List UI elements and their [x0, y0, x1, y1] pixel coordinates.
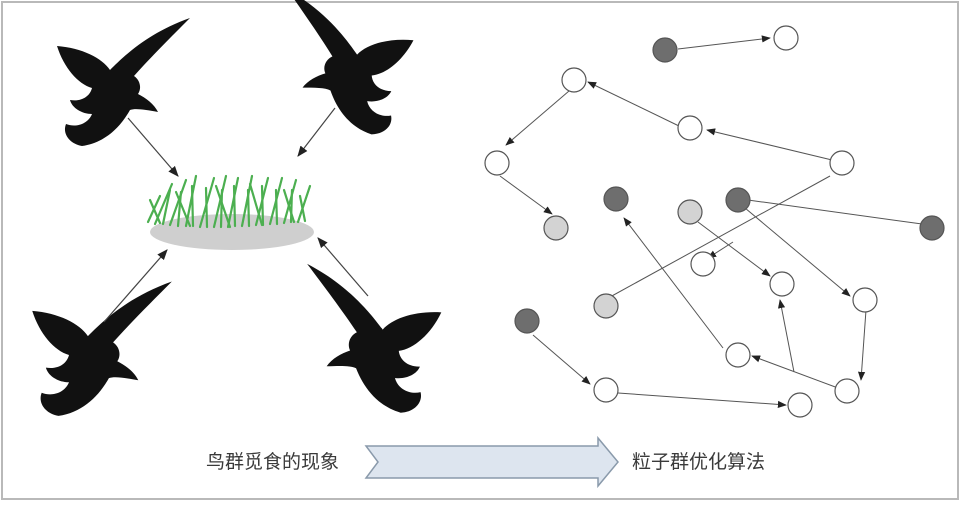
grass-blade: [282, 178, 298, 225]
arrow-to-food: [103, 249, 168, 323]
particle: [787, 392, 813, 418]
particle: [852, 287, 878, 313]
grass-blade: [232, 184, 237, 228]
velocity-arrow: [609, 175, 831, 298]
velocity-arrow: [857, 309, 867, 381]
grass-blade: [212, 174, 228, 229]
velocity-arrow: [677, 35, 771, 50]
grass-blade: [296, 184, 312, 224]
bird-top-left: [57, 18, 190, 146]
bird-top-right: [265, 0, 419, 139]
grass-icon: [146, 174, 312, 229]
food-base-ellipse: [150, 214, 314, 250]
particle: [725, 342, 751, 368]
dove-icon: [265, 0, 419, 139]
velocity-arrow: [587, 81, 680, 127]
velocity-arrow: [617, 392, 787, 409]
particles: [484, 25, 945, 418]
grass-blade: [289, 188, 294, 224]
particle-neighbor: [543, 215, 569, 241]
particle-best: [603, 186, 629, 212]
particle-neighbor: [593, 293, 619, 319]
grass-blade: [274, 188, 279, 226]
grass-blade: [246, 188, 251, 228]
particle: [593, 377, 619, 403]
caption-bird-foraging: 鸟群觅食的现象: [206, 451, 340, 473]
caption-pso: 粒子群优化算法: [632, 451, 766, 473]
dove-icon: [32, 281, 172, 416]
particle: [829, 150, 855, 176]
velocity-arrow: [706, 128, 833, 161]
grass-blade: [260, 184, 265, 227]
grass-blade: [214, 184, 232, 229]
grass-blade: [161, 188, 172, 226]
grass-blade: [148, 198, 162, 225]
bird-arrows: [103, 107, 369, 323]
velocity-arrow: [623, 217, 724, 349]
particle: [773, 25, 799, 51]
velocity-arrow: [505, 84, 577, 146]
arrow-to-food: [127, 117, 179, 177]
grass-blade: [298, 194, 307, 223]
right-arrow-banner-icon: [364, 435, 619, 489]
particle: [834, 378, 860, 404]
grass-blade: [174, 190, 192, 228]
grass-blade: [226, 176, 240, 229]
grass-blade: [168, 178, 188, 227]
food-patch: [146, 174, 314, 250]
velocity-arrow: [697, 221, 771, 277]
grass-blade: [204, 186, 209, 229]
grass-blade: [248, 182, 264, 227]
particle-neighbor: [677, 199, 703, 225]
velocity-arrow: [532, 334, 591, 385]
grass-blade: [190, 184, 195, 228]
particle-best: [514, 308, 540, 334]
velocity-arrow: [747, 199, 923, 225]
particle-best: [919, 215, 945, 241]
grass-blade: [219, 188, 224, 229]
bird-bottom-left: [32, 281, 172, 416]
arrow-to-food: [317, 237, 369, 297]
grass-blade: [282, 188, 296, 224]
grass-blade: [176, 190, 183, 228]
velocity-arrow: [499, 175, 553, 215]
velocity-arrow: [778, 299, 795, 373]
dove-icon: [57, 18, 190, 146]
particle-best: [652, 37, 678, 63]
particle-arrows: [499, 35, 923, 409]
banner-arrow-shape: [364, 435, 619, 489]
particle: [561, 67, 587, 93]
bird-bottom-right: [288, 263, 446, 417]
velocity-arrow: [744, 207, 851, 297]
particle: [677, 115, 703, 141]
particle: [769, 271, 795, 297]
arrow-to-food: [297, 107, 336, 157]
velocity-arrow: [751, 355, 839, 389]
dove-icon: [288, 263, 446, 417]
particle: [484, 150, 510, 176]
particle: [690, 251, 716, 277]
particle-best: [725, 187, 751, 213]
velocity-arrow: [707, 241, 734, 259]
